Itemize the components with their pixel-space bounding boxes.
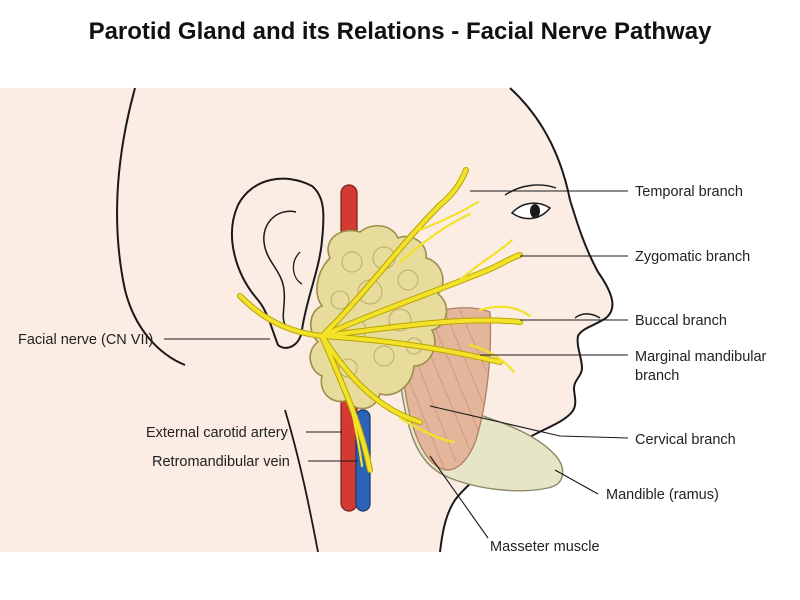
ear-outline — [231, 177, 325, 349]
leader-lines — [164, 190, 629, 539]
eyebrow — [504, 184, 557, 196]
ear-inner-fold — [263, 210, 297, 327]
label-marginal-mandibular-line1: Marginal mandibular — [635, 349, 767, 365]
label-marginal-mandibular-line2: branch — [635, 368, 679, 384]
label-retromandibular-vein: Retromandibular vein — [152, 454, 290, 470]
label-zygomatic-branch: Zygomatic branch — [635, 249, 750, 265]
label-temporal-branch: Temporal branch — [635, 184, 743, 200]
label-cervical-branch: Cervical branch — [635, 432, 736, 448]
diagram-title: Parotid Gland and its Relations - Facial… — [88, 18, 712, 45]
back-of-head-outline — [116, 87, 186, 366]
eye-pupil — [530, 204, 540, 218]
facial-nerve-branches — [237, 167, 532, 473]
label-masseter-muscle: Masseter muscle — [490, 539, 600, 555]
neck-outline — [284, 409, 319, 553]
ear-concha — [292, 251, 303, 285]
nostril — [574, 313, 601, 319]
label-external-carotid-artery: External carotid artery — [146, 425, 289, 441]
label-mandible-ramus: Mandible (ramus) — [606, 487, 719, 503]
label-buccal-branch: Buccal branch — [635, 313, 727, 329]
label-facial-nerve: Facial nerve (CN VII) — [18, 332, 153, 348]
